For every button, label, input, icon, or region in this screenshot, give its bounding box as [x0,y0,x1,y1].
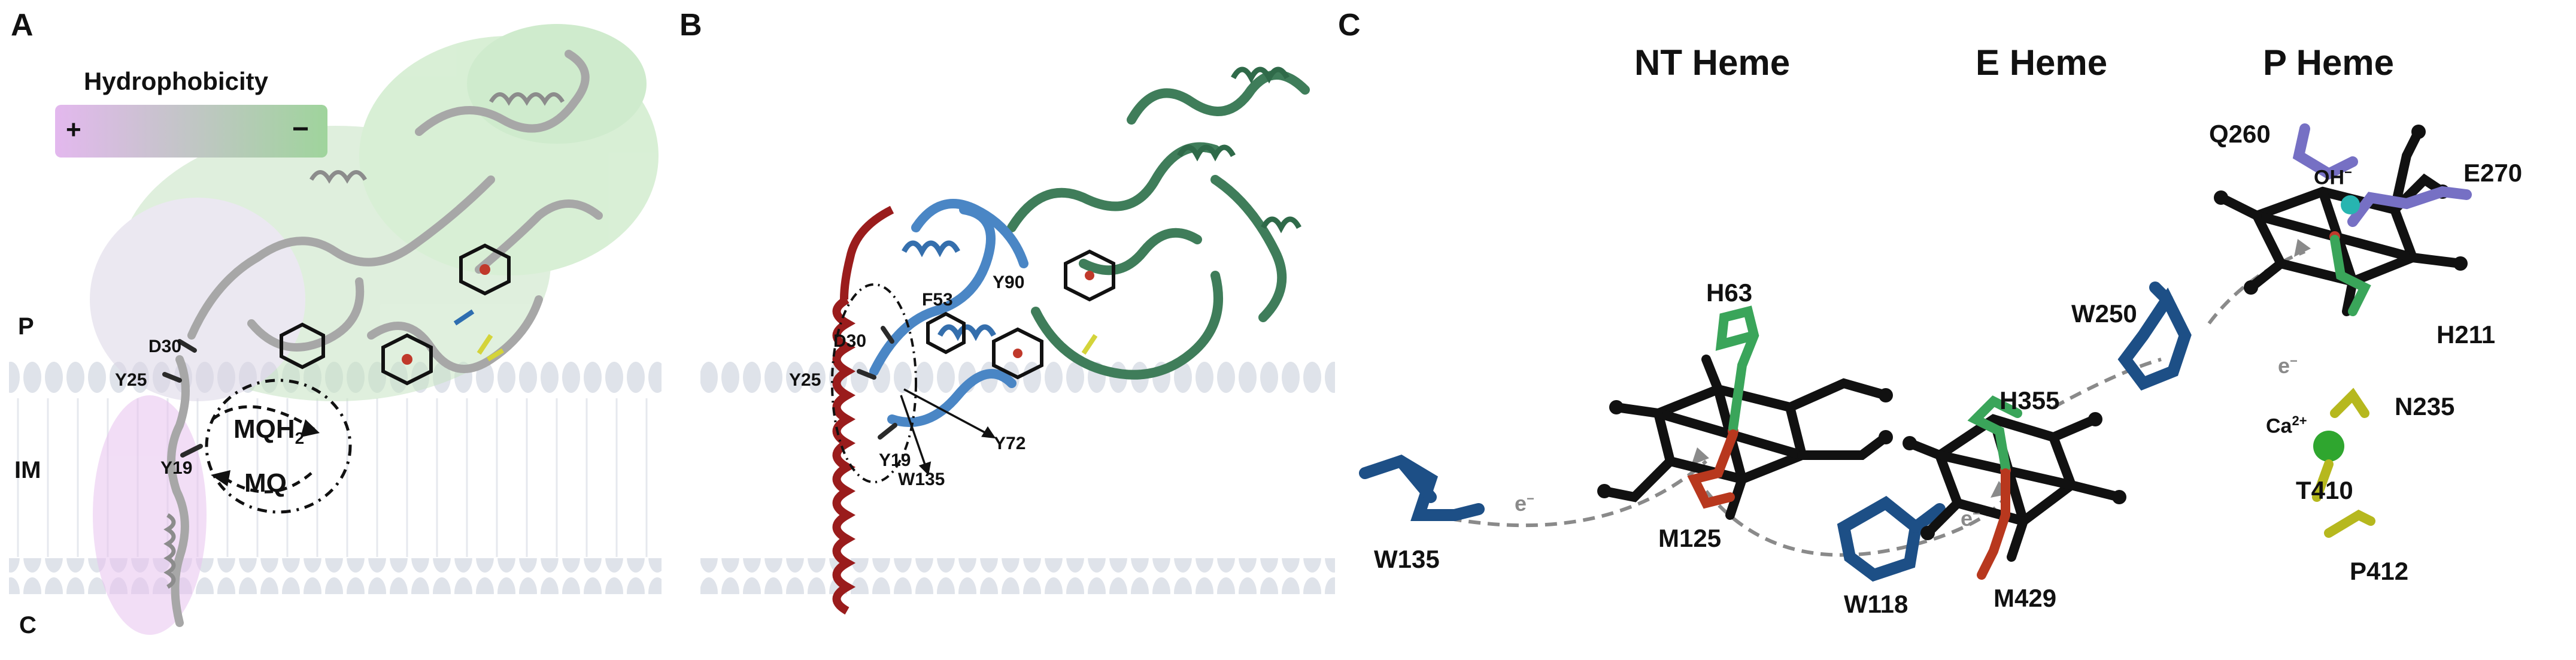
residue-h355: H355 [1999,386,2060,414]
quinone-label: MQ [244,468,287,498]
calcium-ion [2313,431,2344,462]
green-domain [1007,70,1310,380]
panel-a-illustration [9,24,662,635]
residue-w135-c: W135 [1374,545,1440,573]
nt-heme [1600,355,1891,520]
electron-label-1: e− [1515,491,1534,516]
dashed-region-b [831,283,917,483]
residue-y25-a: Y25 [115,370,147,390]
glu-e270 [2347,186,2472,227]
panel-c-illustration [1359,123,2472,582]
gln-q260 [2292,123,2358,180]
residue-m125: M125 [1658,524,1722,552]
cytoplasm-label: C [19,612,37,638]
quinol-label: MQH2 [233,414,305,447]
residue-m429: M429 [1994,584,2057,612]
tm-helix [832,205,894,615]
e-heme [1905,414,2124,562]
residue-y72-b: Y72 [994,434,1026,453]
hydrophobicity-minus: − [292,113,310,145]
panel-a: A Hydrophobicity + − P IM C D30 Y25 Y19 … [0,0,670,660]
trp-w118 [1837,495,1946,582]
hydroxide-ion [2341,195,2360,214]
his-h211 [2330,235,2371,316]
panel-a-label: A [11,8,34,43]
residue-w118: W118 [1844,590,1909,618]
p-heme-title: P Heme [2263,43,2395,83]
residue-e270: E270 [2463,159,2523,187]
trp-w135 [1359,455,1485,521]
residue-h63: H63 [1706,278,1753,307]
met-m429 [1977,468,2010,580]
hydrophobicity-legend-title: Hydrophobicity [84,67,269,95]
his-h63 [1715,305,1759,433]
periplasm-label: P [18,313,34,340]
residue-f53-b: F53 [922,290,953,310]
residue-y25-b: Y25 [789,370,821,390]
panel-b-label: B [679,8,702,43]
side-chains-a [162,339,203,458]
trp-w250 [2117,281,2192,391]
hydroxide-label: OH− [2314,165,2352,189]
nt-heme-title: NT Heme [1634,43,1791,83]
electron-label-3: e− [2278,353,2298,378]
residue-w135-b: W135 [898,470,945,489]
residue-d30-b: D30 [833,331,867,351]
blue-domain [869,199,1028,427]
residue-p412: P412 [2350,557,2409,585]
residue-q260: Q260 [2209,120,2271,148]
e-heme-title: E Heme [1976,43,2108,83]
residue-y19-a: Y19 [160,458,193,478]
yellow-residues [2312,387,2375,538]
residue-t410: T410 [2296,476,2353,504]
residue-y19-b: Y19 [879,450,911,470]
heme-group-b [926,249,1115,380]
hydrophobicity-gradient-bar [55,105,327,158]
inner-membrane-label: IM [14,457,41,483]
panel-b-illustration [700,66,1335,615]
membrane-bilayer-b [700,361,1335,594]
arrows-b [900,388,996,476]
calcium-label: Ca2+ [2266,413,2307,438]
his-h355 [1967,395,2022,472]
helix-turns [163,92,565,589]
heme-group-a [280,243,511,386]
panel-c: C NT Heme E Heme P Heme W135 H63 M125 W1… [1335,0,2576,660]
electron-label-2: e− [1961,506,1980,531]
hydrophobicity-plus: + [66,115,81,144]
residue-h211: H211 [2437,320,2496,349]
residue-d30-a: D30 [148,337,182,356]
residue-y90-b: Y90 [993,273,1025,292]
residue-w250: W250 [2071,299,2137,328]
panel-b: B F53 Y90 D30 Y25 Y19 Y72 W135 [676,0,1341,660]
panel-c-label: C [1338,8,1361,43]
residue-n235: N235 [2395,392,2455,420]
met-m125 [1687,429,1738,509]
quinone-cycle [205,379,352,514]
